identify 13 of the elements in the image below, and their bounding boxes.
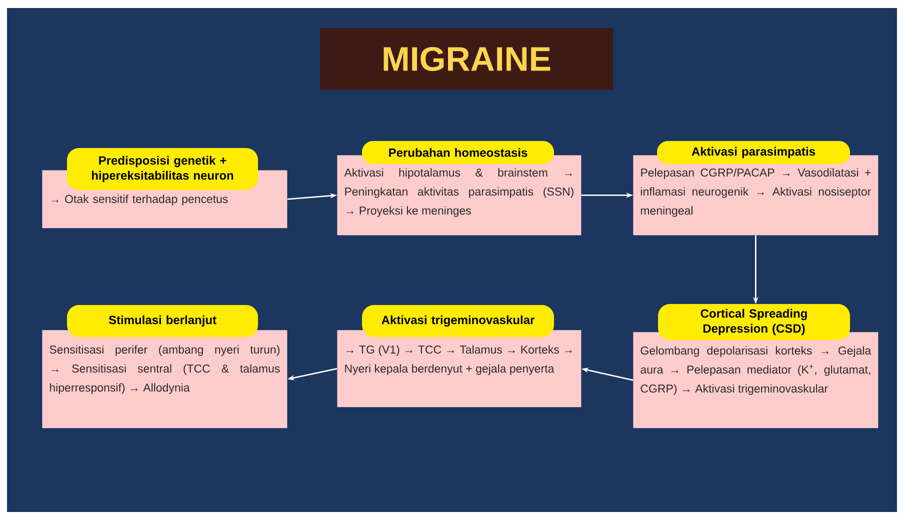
heading-pill: Perubahan homeostasis <box>362 141 554 164</box>
title-banner: MIGRAINE <box>320 28 613 90</box>
heading-pill: Aktivasi trigeminovaskular <box>362 304 554 337</box>
process-box: Stimulasi berlanjut Sensitisasi perifer (ambang nyeri turun) → Sensitisasi sentral (TCC & talamus hiperresponsif) → Allodynia <box>42 304 288 428</box>
process-box: Aktivasi trigeminovaskular → TG (V1) → TCC → Talamus → Korteks → Nyeri kepala berdenyut + gejala penyerta <box>337 304 582 408</box>
process-box: Perubahan homeostasis Aktivasi hipotalamus & brainstem → Peningkatan aktivitas parasimpatis (SSN) → Proyeksi ke meninges <box>337 141 582 236</box>
process-box: Predisposisi genetik + hipereksitabilitas neuron → Otak sensitif terhadap pencetus <box>42 148 288 228</box>
heading-pill: Cortical Spreading Depression (CSD) <box>658 304 850 340</box>
heading-pill: Aktivasi parasimpatis <box>657 141 850 164</box>
process-box: Aktivasi parasimpatis Pelepasan CGRP/PACAP → Vasodilatasi + inflamasi neurogenik → Aktivasi nosiseptor meningeal <box>633 141 878 236</box>
process-box: Cortical Spreading Depression (CSD) Gelombang depolarisasi korteks → Gejala aura → Pelepasan mediator (K$^{+}$, glutamat, CGRP) → Aktivasi trigeminovaskular <box>633 304 878 428</box>
heading-pill: Predisposisi genetik + hipereksitabilitas neuron <box>67 148 258 190</box>
heading-pill: Stimulasi berlanjut <box>67 304 258 337</box>
